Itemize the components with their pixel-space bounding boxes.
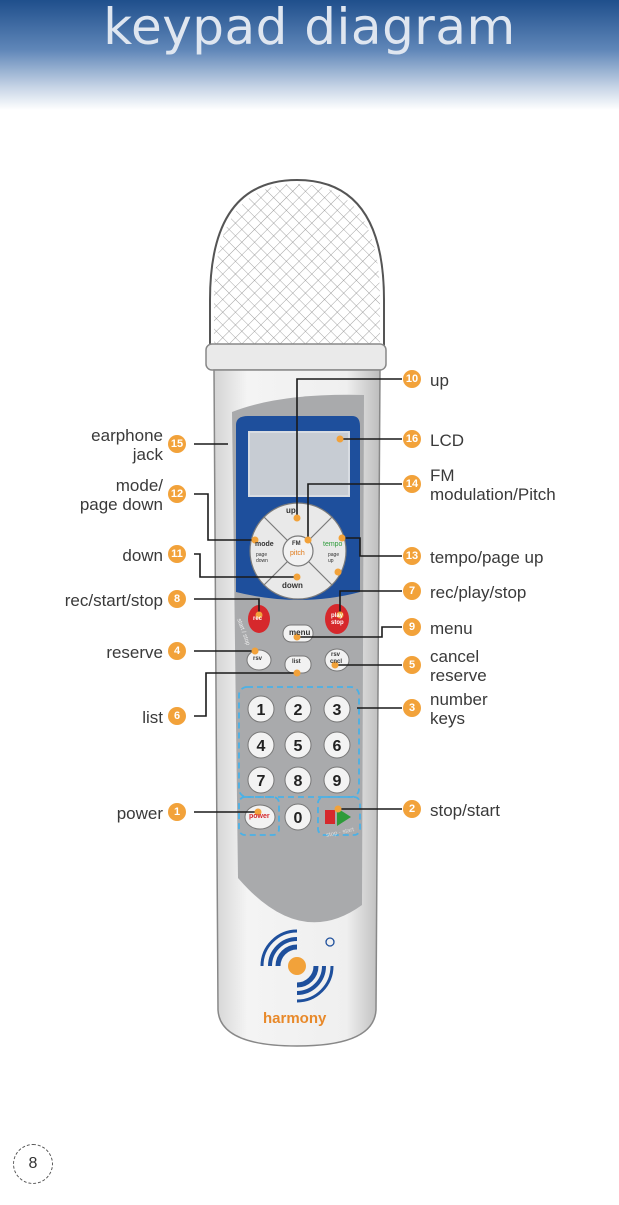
power-button [244,804,276,830]
number-key-label-3: 3 [333,702,342,719]
number-keys-outline [238,686,360,798]
callout-label-4: reserve [106,642,163,662]
harmony-logo-mark [260,929,335,1003]
number-key-9 [323,766,351,794]
key-rsv-cncl-label-1: rsv [331,652,341,658]
callout-label-7: rec/play/stop [430,582,527,602]
callout-number-11: 11 [168,545,186,563]
callout-label-5: cancel reserve [430,647,487,685]
rsv-button [246,649,272,671]
stop-icon [325,810,335,824]
number-key-label-9: 9 [333,773,342,790]
callout-number-1: 1 [168,803,186,821]
play-icon [337,808,351,826]
leader-lines [194,378,402,813]
number-key-label-8: 8 [294,773,303,790]
key-power-label: power [249,813,270,820]
callout-number-16: 16 [403,430,421,448]
callout-number-10: 10 [403,370,421,388]
number-key-label-1: 1 [257,702,266,719]
nav-cluster [249,502,347,600]
lcd-screen [248,431,350,497]
mic-collar [205,343,387,371]
key-page-up-label: page up [328,552,340,564]
power-outline [238,796,280,836]
callout-label-12: mode/ page down [79,476,163,514]
number-key-label-2: 2 [294,702,303,719]
key-mode-label: mode [255,541,274,548]
callout-label-15: earphone jack [91,426,163,464]
number-key-1 [247,695,275,723]
callout-number-3: 3 [403,699,421,717]
page-title: keypad diagram [103,0,516,56]
number-key-label-0: 0 [294,810,303,827]
stop-start-outline [317,796,361,836]
rec-button [248,605,270,633]
header-banner: keypad diagram [0,0,619,110]
key-rec-label: rec [253,616,263,622]
harmony-logo-text: harmony [263,1010,327,1027]
callout-number-6: 6 [168,707,186,725]
number-key-label-4: 4 [257,738,266,755]
key-stop-label: stop [331,620,344,626]
callout-number-12: 12 [168,485,186,503]
callout-number-15: 15 [168,435,186,453]
callout-number-5: 5 [403,656,421,674]
callout-label-3: number keys [430,690,488,728]
number-key-6 [323,731,351,759]
callout-number-2: 2 [403,800,421,818]
number-keys: 1 2 3 4 5 6 7 8 9 0 [247,695,351,831]
callout-label-16: LCD [430,430,465,450]
callout-number-7: 7 [403,582,421,600]
key-list-label: list [292,659,301,665]
callout-label-1: power [116,803,163,823]
key-rsv-cncl-label-2: cncl [330,659,343,665]
number-key-3 [323,695,351,723]
callout-label-13: tempo/page up [430,547,544,567]
callout-number-13: 13 [403,547,421,565]
callout-label-10: up [430,370,449,390]
key-menu-label: menu [289,628,311,637]
callout-label-6: list [142,707,163,727]
key-fm-label: FM [292,541,301,547]
key-play-label: play [331,613,344,619]
number-key-7 [247,766,275,794]
play-stop-button [325,604,349,634]
callout-label-8: rec/start/stop [64,590,163,610]
number-key-label-7: 7 [257,773,266,790]
callout-label-9: menu [430,618,473,638]
callout-label-2: stop/start [430,800,500,820]
key-down-label: down [282,581,303,590]
callout-number-14: 14 [403,475,421,493]
key-up-label: up [286,506,296,515]
callout-label-11: down [122,545,163,565]
number-key-4 [247,731,275,759]
number-key-label-5: 5 [294,738,303,755]
number-key-8 [284,766,312,794]
callout-number-9: 9 [403,618,421,636]
callout-number-4: 4 [168,642,186,660]
callout-label-14: FM modulation/Pitch [430,466,556,504]
key-rsv-label: rsv [253,656,263,662]
number-key-0 [284,803,312,831]
page-number: 8 [13,1144,53,1184]
key-pitch-label: pitch [290,550,305,557]
number-key-5 [284,731,312,759]
target-dots [251,435,346,816]
number-key-2 [284,695,312,723]
key-page-down-label: page down [256,552,268,564]
number-key-label-6: 6 [333,738,342,755]
key-tempo-label: tempo [323,541,343,548]
callout-number-8: 8 [168,590,186,608]
